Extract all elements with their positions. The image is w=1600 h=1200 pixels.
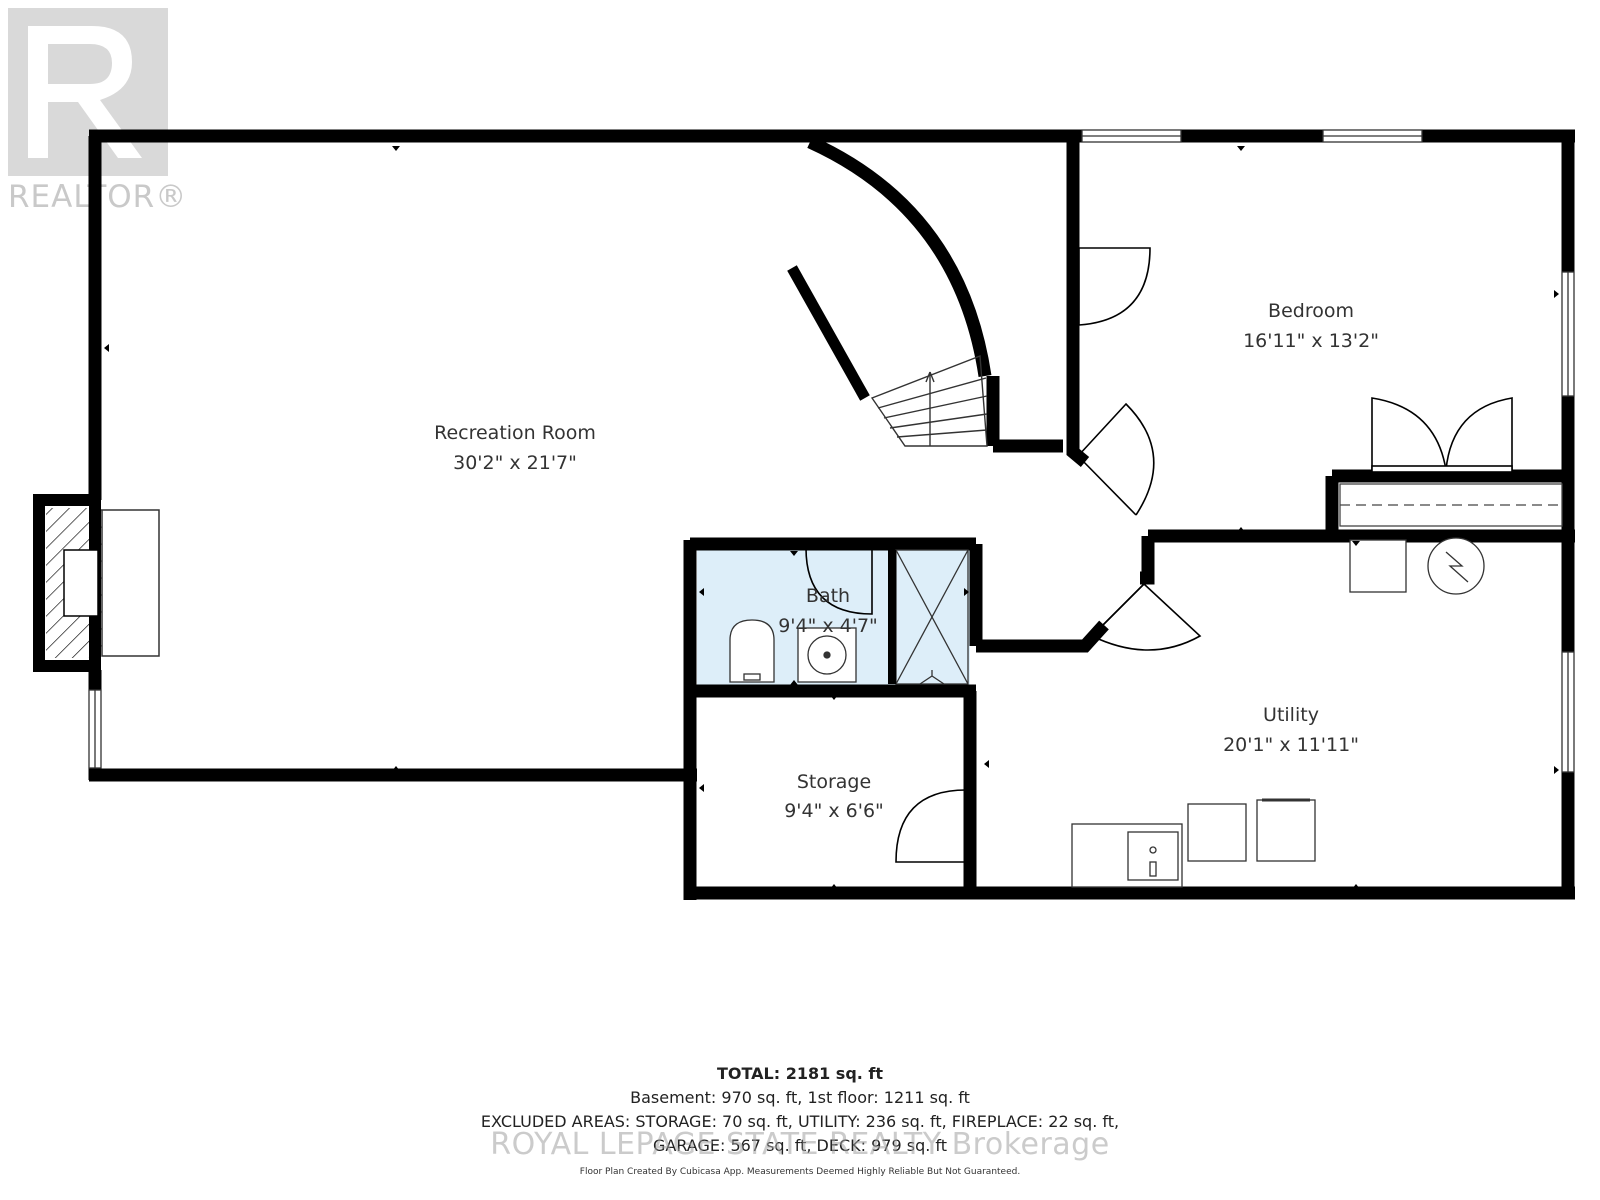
utility-fixtures <box>1071 537 1485 888</box>
utility-cabinet <box>1349 539 1407 593</box>
storage-size: 9'4" x 6'6" <box>784 800 884 822</box>
disclaimer-note: Floor Plan Created By Cubicasa App. Meas… <box>579 1167 1021 1177</box>
bath-fixtures <box>729 549 969 685</box>
area-breakdown-floors: Basement: 970 sq. ft, 1st floor: 1211 sq… <box>630 1088 970 1107</box>
doors <box>805 247 1513 863</box>
bath-size: 9'4" x 4'7" <box>778 615 878 637</box>
storage-name: Storage <box>797 771 871 793</box>
washer <box>1187 803 1247 862</box>
area-excluded-line-1: EXCLUDED AREAS: STORAGE: 70 sq. ft, UTIL… <box>480 1112 1120 1131</box>
area-total: TOTAL: 2181 sq. ft <box>0 1064 1600 1083</box>
windows <box>88 129 1575 773</box>
brokerage-watermark: ROYAL LEPAGE STATE REALTY Brokerage <box>490 1127 1110 1162</box>
toilet <box>729 619 775 683</box>
area-excluded-line-2: GARAGE: 567 sq. ft, DECK: 979 sq. ft <box>652 1136 948 1155</box>
bath-name: Bath <box>806 585 850 607</box>
recreation-room-size: 30'2" x 21'7" <box>453 452 577 474</box>
bedroom-name: Bedroom <box>1268 300 1354 322</box>
area-total-value: 2181 sq. ft <box>785 1064 884 1083</box>
utility-name: Utility <box>1263 704 1319 726</box>
utility-size: 20'1" x 11'11" <box>1223 734 1359 756</box>
recreation-room-name: Recreation Room <box>434 422 596 444</box>
staircase <box>870 355 988 447</box>
fireplace <box>33 494 160 672</box>
dimension-ticks <box>104 146 1559 889</box>
area-total-label: TOTAL: <box>716 1064 781 1083</box>
curved-stair-wall <box>807 136 992 377</box>
realtor-logo <box>8 8 168 176</box>
stair-rail-wall <box>787 265 870 401</box>
bedroom-size: 16'11" x 13'2" <box>1243 330 1379 352</box>
closet-shelf <box>1339 483 1563 527</box>
dryer <box>1256 799 1316 862</box>
